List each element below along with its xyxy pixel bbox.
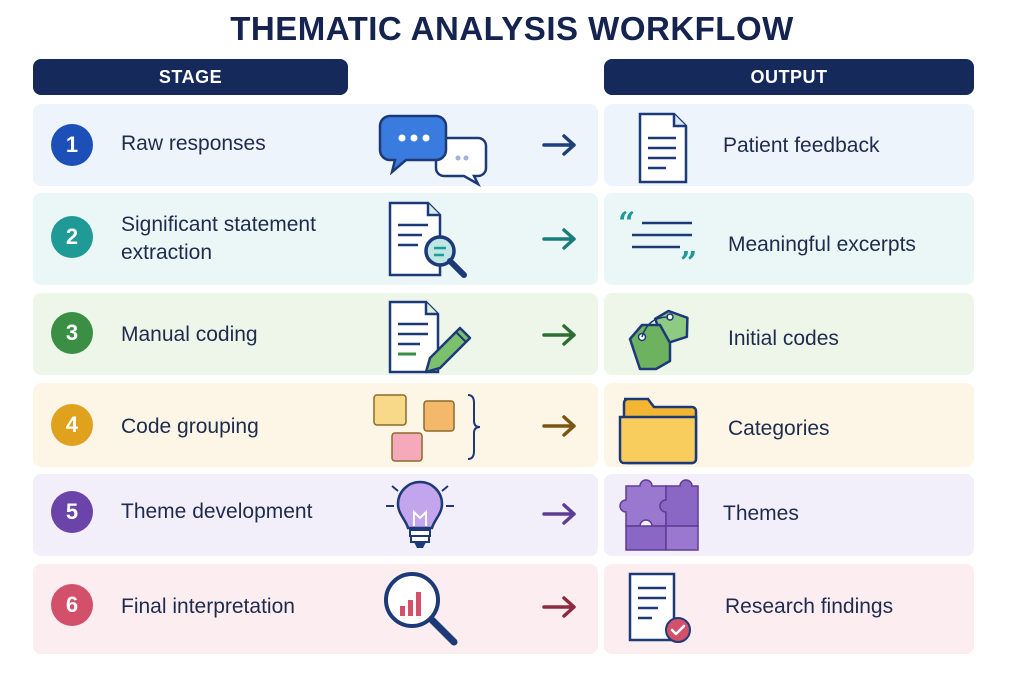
workflow-row-4: 4 Code grouping Categories bbox=[0, 383, 1024, 467]
arrow-right-icon bbox=[542, 134, 576, 156]
stage-label: Final interpretation bbox=[121, 595, 295, 618]
stage-panel bbox=[33, 383, 598, 467]
arrow-right-icon bbox=[542, 324, 576, 346]
chat-bubbles-icon bbox=[378, 114, 488, 188]
arrow-right-icon bbox=[542, 503, 576, 525]
document-pencil-icon bbox=[388, 300, 472, 374]
step-number-badge: 6 bbox=[51, 584, 93, 626]
step-number-badge: 5 bbox=[51, 491, 93, 533]
quote-icon: “ ” bbox=[618, 206, 697, 279]
step-number-badge: 4 bbox=[51, 404, 93, 446]
folder-icon bbox=[618, 397, 698, 465]
document-magnifier-icon bbox=[388, 201, 467, 278]
output-label: Patient feedback bbox=[723, 134, 880, 157]
output-panel bbox=[604, 193, 974, 285]
step-number-badge: 2 bbox=[51, 216, 93, 258]
output-label: Meaningful excerpts bbox=[728, 233, 916, 256]
stage-label: Theme development bbox=[121, 500, 313, 523]
step-number-badge: 3 bbox=[51, 312, 93, 354]
step-number-badge: 1 bbox=[51, 124, 93, 166]
stage-label: Raw responses bbox=[121, 132, 266, 155]
stage-panel bbox=[33, 564, 598, 654]
workflow-row-5: 5 Theme development Themes bbox=[0, 474, 1024, 556]
arrow-right-icon bbox=[542, 596, 576, 618]
stage-column-header: STAGE bbox=[33, 59, 348, 95]
workflow-row-1: 1 Raw responses Patient feedback bbox=[0, 104, 1024, 188]
output-column-header: OUTPUT bbox=[604, 59, 974, 95]
stage-label: Code grouping bbox=[121, 415, 259, 438]
output-label: Categories bbox=[728, 417, 830, 440]
stage-panel bbox=[33, 474, 598, 556]
puzzle-icon bbox=[619, 479, 699, 551]
arrow-right-icon bbox=[542, 228, 576, 250]
stage-label: Manual coding bbox=[121, 323, 258, 346]
report-check-icon bbox=[628, 572, 691, 643]
output-label: Themes bbox=[723, 502, 799, 525]
document-icon bbox=[638, 112, 688, 184]
workflow-row-3: 3 Manual coding Initial codes bbox=[0, 293, 1024, 375]
magnifier-chart-icon bbox=[384, 572, 458, 646]
page-title: THEMATIC ANALYSIS WORKFLOW bbox=[230, 10, 794, 47]
output-label: Initial codes bbox=[728, 327, 839, 350]
stage-panel bbox=[33, 193, 598, 285]
workflow-row-2: 2 Significant statement extraction “ ” M… bbox=[0, 193, 1024, 285]
svg-text:”: ” bbox=[680, 246, 697, 279]
output-label: Research findings bbox=[725, 595, 894, 618]
workflow-row-6: 6 Final interpretation Research findings bbox=[0, 564, 1024, 654]
svg-text:“: “ bbox=[618, 206, 635, 241]
grouped-squares-icon bbox=[373, 394, 481, 462]
arrow-right-icon bbox=[542, 415, 576, 437]
tags-icon bbox=[628, 309, 689, 371]
stage-panel bbox=[33, 293, 598, 375]
lightbulb-icon bbox=[386, 480, 454, 548]
stage-label: Significant statement extraction bbox=[121, 213, 316, 264]
stage-panel bbox=[33, 104, 598, 186]
